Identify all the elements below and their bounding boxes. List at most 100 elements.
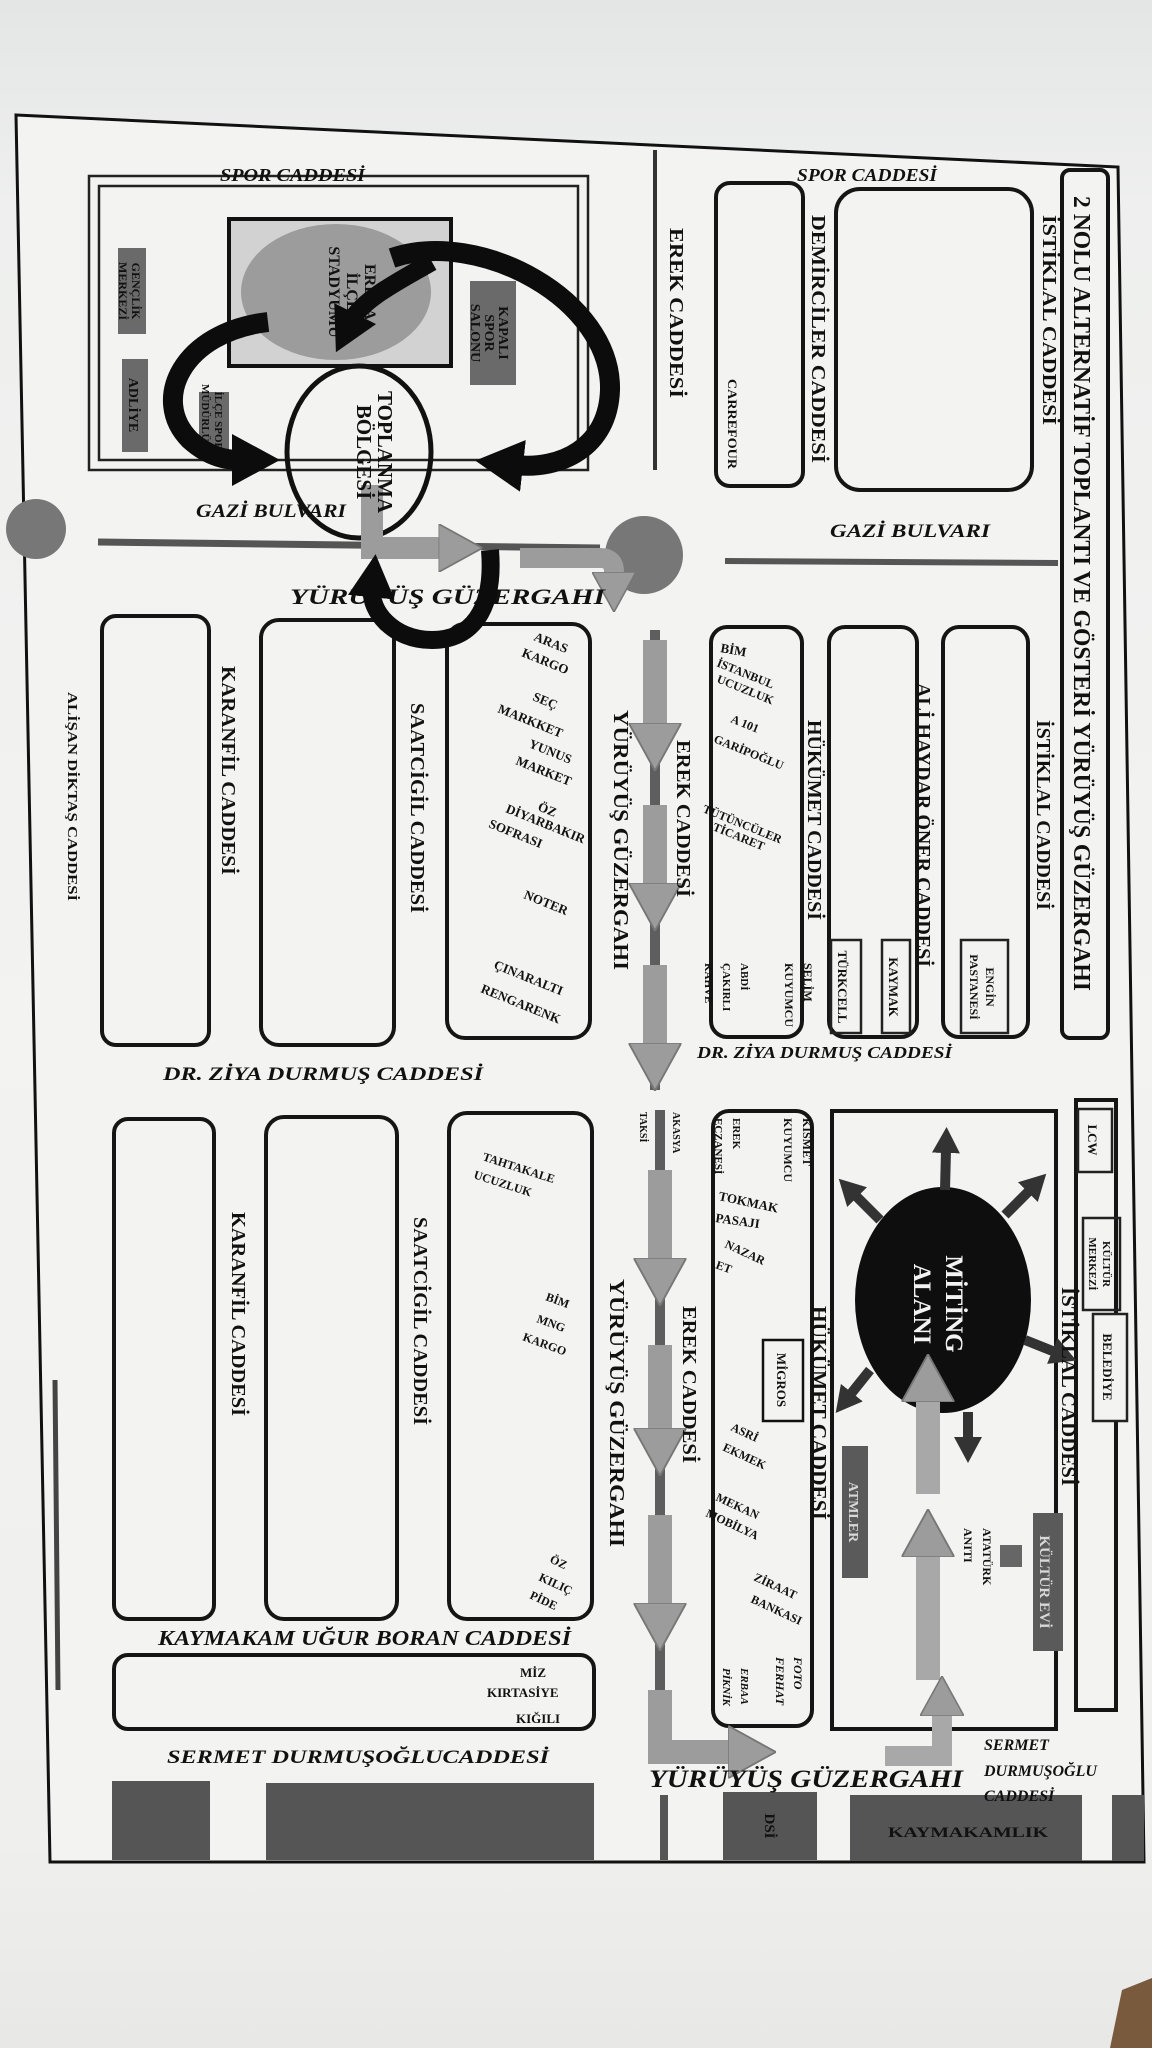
street-label-erek: EREK CADDESİ (665, 228, 689, 398)
street-label-demirciler: DEMİRCİLER CADDESİ (807, 215, 831, 463)
street-label-dr-ziya: DR. ZİYA DURMUŞ CADDESİ (696, 1043, 954, 1062)
carrefour-block (714, 181, 805, 488)
building-label-genclik: GENÇLİK (129, 263, 143, 320)
building-label-ilce-spor: İLÇE SPOR (212, 392, 224, 452)
street-label-sermet: CADDESİ (984, 1786, 1055, 1805)
building-label-adliye: ADLİYE (125, 378, 142, 432)
route-arrow-bend (520, 548, 614, 578)
building-label-kultur-evi: KÜLTÜR EVİ (1036, 1535, 1053, 1628)
block-ali-haydar (941, 625, 1030, 1039)
route-arrow-turn (648, 1690, 735, 1752)
miting-alani-label: ALANI (908, 1264, 935, 1345)
street-label-istiklal: İSTİKLAL CADDESİ (1032, 720, 1056, 910)
kapali-spor-building (470, 281, 516, 385)
street-label-sermet: SERMET (984, 1737, 1050, 1754)
dispersal-arrow (1001, 1173, 1047, 1219)
table-corner (1110, 1978, 1152, 2048)
shop-label-oz-diyarbakir: ÖZ (536, 799, 559, 820)
toplanma-label: BÖLGESİ (352, 405, 376, 500)
building-label-kultur-merkezi: MERKEZİ (1086, 1237, 1098, 1290)
genclik-merkezi-building (118, 248, 146, 334)
shop-label-selim: SELİM (801, 963, 815, 1002)
street-label-spor: SPOR CADDESİ (797, 164, 938, 185)
building-label-belediye: BELEDİYE (1100, 1333, 1115, 1400)
shop-label-bim: BİM (719, 640, 747, 659)
building-label-kapali-spor: SALONU (467, 304, 482, 362)
kaymak-box (880, 938, 912, 1035)
shop-label-foto-ferhat: FERHAT (773, 1656, 787, 1706)
dispersal-arrows (835, 1127, 1077, 1463)
map-title: 2 NOLU ALTERNATİF TOPLANTI VE GÖSTERİ YÜ… (1068, 196, 1094, 991)
street-label-karanfil: KARANFİL CADDESİ (227, 1212, 251, 1416)
building-label-carrefour: CARREFOUR (725, 379, 740, 470)
belediye-box (1091, 1312, 1129, 1423)
shop-label-kigili: KIĞILI (516, 1711, 560, 1726)
block-shops-east-mid (709, 625, 804, 1039)
street-label-saatcigil: SAATCİGİL CADDESİ (406, 703, 430, 913)
adliye-building (122, 359, 148, 452)
route-label: YÜRÜYÜŞ GÜZERGAHI (605, 1279, 629, 1547)
street-label-alisan: ALİŞAN DİKTAŞ CADDESİ (64, 692, 81, 901)
block-hukumet-mid (827, 625, 919, 1039)
dsi-building (723, 1792, 817, 1860)
building-label-genclik: MERKEZİ (116, 262, 130, 320)
block-karanfil-mid (100, 614, 211, 1047)
route-label: YÜRÜYÜŞ GÜZERGAHI (649, 1766, 964, 1793)
street-label-sermet: DURMUŞOĞLU (983, 1761, 1098, 1780)
miting-entry-arrow-turn (885, 1710, 942, 1766)
building-label-stadium: STADYUMU (325, 246, 342, 338)
shop-label-abdi: KAHVE (702, 963, 714, 1003)
block-demirciler (834, 187, 1034, 492)
gazi-bulvari-line-left (97, 538, 601, 552)
building-label-kapali-spor: SPOR (481, 314, 496, 352)
shop-label-abdi: ÇAKIRLI (720, 963, 732, 1011)
gathering-arrows (163, 241, 621, 650)
shop-label-miz: KIRTASİYE (487, 1685, 559, 1700)
gathering-arrow (348, 549, 500, 650)
route-label: YÜRÜYÜŞ GÜZERGAHI (290, 584, 607, 609)
ataturk-monument-icon (1000, 1545, 1022, 1567)
street-label-spor: SPOR CADDESİ (220, 164, 366, 185)
kultur-merkezi-box (1081, 1216, 1122, 1312)
gathering-arrow (388, 241, 621, 492)
kaymakamlik-building (850, 1795, 1082, 1861)
block-miz-kigili (112, 1653, 596, 1731)
block-shops-west-mid (445, 622, 592, 1040)
shop-label-oz-kilic: ÖZ (548, 1552, 570, 1572)
shop-label-selim: KUYUMCU (782, 963, 796, 1027)
engin-box (959, 938, 1010, 1035)
shop-label-akasya-taksi: AKASYA (670, 1112, 681, 1154)
building-label-dsi: DSİ (761, 1813, 778, 1838)
dispersal-arrow (931, 1127, 960, 1191)
shop-label-engin: PASTANESİ (967, 954, 981, 1020)
toplanma-bolgesi-circle (284, 363, 434, 541)
building-label-ataturk: ANITI (961, 1528, 975, 1563)
shop-label-kismet: KISMET (800, 1118, 814, 1166)
street-label-gazi: GAZİ BULVARI (196, 500, 347, 522)
building-label-kapali-spor: KAPALI (495, 306, 510, 359)
block-saatcigil-bottom (264, 1115, 399, 1621)
shop-label-tokmak: PASAJI (715, 1210, 761, 1231)
block-shops-west-bottom (447, 1111, 594, 1621)
shop-label-kismet: KUYUMCU (781, 1118, 795, 1182)
map-labels: 2 NOLU ALTERNATİF TOPLANTI VE GÖSTERİ YÜ… (64, 164, 1115, 1841)
street-label-erek: EREK CADDESİ (672, 740, 696, 897)
block-karanfil-bottom (112, 1117, 216, 1621)
turkcell-box (829, 938, 863, 1035)
dark-block-2 (266, 1783, 594, 1860)
dark-block-1 (112, 1781, 210, 1860)
street-label-istiklal: İSTİKLAL CADDESİ (1038, 215, 1062, 425)
street-label-saatcigil: SAATCİGİL CADDESİ (409, 1217, 433, 1425)
miting-alani-area (855, 1187, 1031, 1413)
shop-label-erek-eczanesi: ECZANESİ (712, 1118, 724, 1174)
dispersal-arrow (835, 1366, 874, 1413)
gathering-arrow (334, 254, 437, 353)
street-label-kaymakam: KAYMAKAM UĞUR BORAN CADDESİ (157, 1626, 572, 1650)
shop-label-erek-eczanesi: EREK (730, 1118, 742, 1150)
toplanma-label: TOPLANMA (373, 391, 397, 514)
stadium-field (241, 224, 431, 360)
lcw-box (1076, 1107, 1114, 1174)
route-arrows (361, 485, 942, 1766)
roundabout-left (6, 499, 66, 559)
